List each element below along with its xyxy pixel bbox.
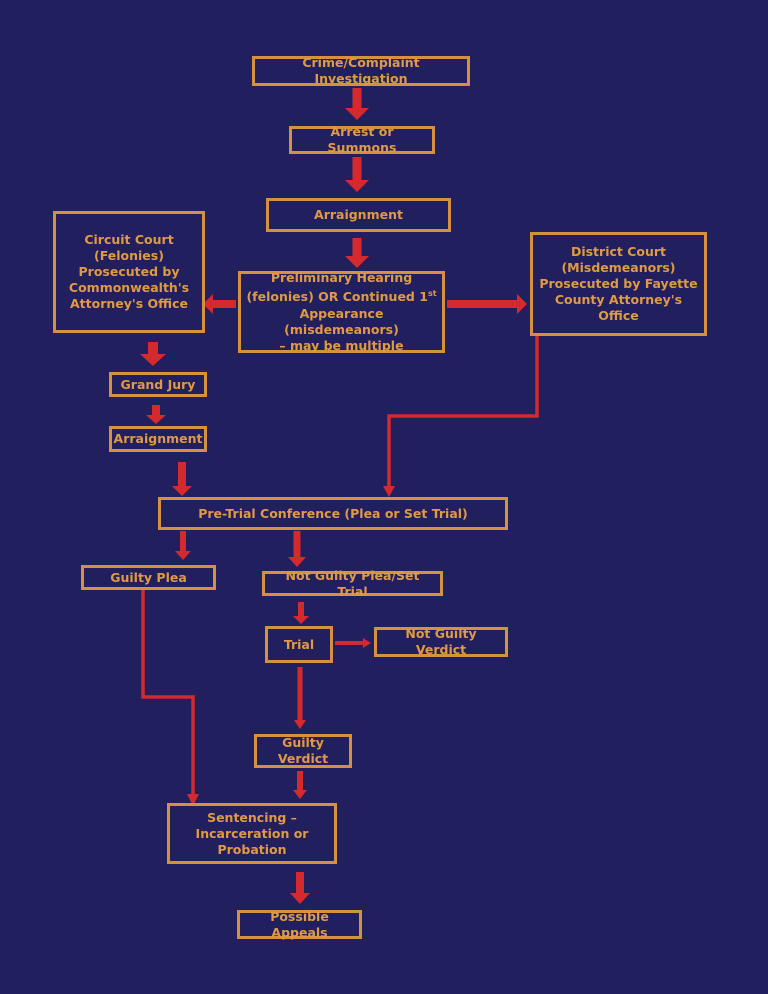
- arrowhead: [293, 616, 309, 624]
- node-not-guilty-verdict: Not Guilty Verdict: [374, 626, 508, 657]
- node-guilty-verdict: Guilty Verdict: [254, 734, 352, 768]
- arrowhead: [345, 108, 369, 120]
- arrowhead: [363, 638, 371, 648]
- arrowhead: [517, 294, 527, 314]
- arrowhead: [294, 720, 306, 729]
- connector-line: [141, 590, 195, 796]
- node-arraignment-top: Arraignment: [266, 198, 451, 232]
- node-label: District Court (Misdemeanors) Prosecuted…: [539, 244, 698, 323]
- node-label: Grand Jury: [120, 376, 196, 392]
- arrowhead: [345, 256, 369, 268]
- node-label-line: Appearance (misdemeanors): [284, 305, 399, 337]
- node-label: Arraignment: [113, 431, 203, 446]
- node-label: Guilty Verdict: [277, 735, 329, 766]
- node-label-fragment: (felonies) OR Continued 1: [246, 289, 428, 305]
- node-grand-jury: Grand Jury: [109, 372, 207, 397]
- arrowhead: [203, 294, 213, 314]
- node-label-superscript: st: [427, 289, 437, 299]
- node-label-line: – may be multiple: [279, 337, 404, 353]
- arrowhead: [345, 180, 369, 192]
- node-label: Trial: [283, 636, 315, 652]
- node-label: Possible Appeals: [270, 908, 329, 940]
- arrowhead: [290, 893, 310, 904]
- arrowhead: [187, 794, 199, 806]
- node-label: Not Guilty Plea/Set Trial: [285, 567, 420, 599]
- node-label: Pre-Trial Conference (Plea or Set Trial): [198, 505, 468, 521]
- node-guilty-plea: Guilty Plea: [81, 565, 216, 590]
- node-district-court: District Court (Misdemeanors) Prosecuted…: [530, 232, 707, 336]
- node-arraignment-felony: Arraignment: [109, 426, 207, 452]
- arrowhead: [293, 790, 307, 799]
- node-trial: Trial: [265, 626, 333, 663]
- node-preliminary-hearing: Preliminary Hearing (felonies) OR Contin…: [238, 270, 445, 353]
- node-label: Circuit Court (Felonies) Prosecuted by C…: [68, 232, 190, 311]
- arrowhead: [175, 551, 191, 560]
- node-sentencing: Sentencing – Incarceration or Probation: [167, 803, 337, 864]
- node-label: Crime/Complaint Investigation: [302, 55, 420, 86]
- node-not-guilty-plea: Not Guilty Plea/Set Trial: [262, 568, 443, 599]
- node-label-group: Preliminary Hearing (felonies) OR Contin…: [243, 270, 440, 353]
- connector-line: [387, 336, 539, 488]
- arrowhead: [140, 354, 166, 366]
- node-crime-complaint-investigation: Crime/Complaint Investigation: [252, 55, 470, 86]
- arrowhead: [383, 486, 395, 497]
- node-pre-trial-conference: Pre-Trial Conference (Plea or Set Trial): [158, 497, 508, 530]
- arrowhead: [146, 415, 166, 424]
- node-label: Guilty Plea: [110, 569, 187, 585]
- arrowhead: [288, 557, 306, 567]
- node-label-line: (felonies) OR Continued 1st: [243, 286, 440, 305]
- node-label: Arrest or Summons: [327, 124, 397, 155]
- arrowhead: [172, 486, 192, 496]
- node-label: Arraignment: [314, 207, 403, 222]
- node-label-line: Preliminary Hearing: [270, 270, 413, 286]
- node-circuit-court: Circuit Court (Felonies) Prosecuted by C…: [53, 211, 205, 333]
- node-label: Sentencing – Incarceration or Probation: [195, 809, 309, 857]
- node-arrest-or-summons: Arrest or Summons: [289, 124, 435, 155]
- node-label: Not Guilty Verdict: [405, 626, 477, 657]
- node-possible-appeals: Possible Appeals: [237, 908, 362, 940]
